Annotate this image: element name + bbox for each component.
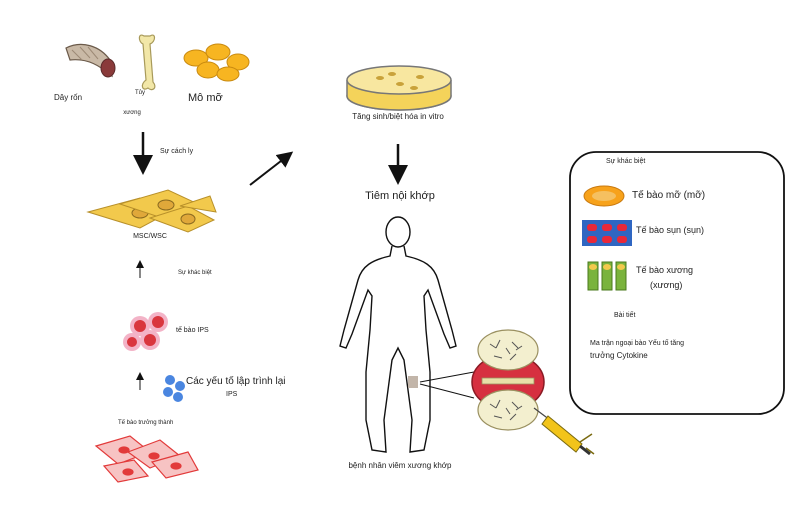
secretion-detail-line1: Ma trận ngoại bào Yếu tố tăng <box>590 340 685 347</box>
somatic-cells-label: Tế bào trưởng thành <box>118 420 174 426</box>
adipose-label: Mô mỡ <box>188 92 223 104</box>
knee-joint-icon <box>471 329 545 431</box>
differentiation-step-label: Sự khác biệt <box>178 270 212 276</box>
joint-zoom-line-1 <box>419 371 475 383</box>
bone-marrow-label-line2: xương <box>123 110 141 116</box>
petri-dish-icon <box>346 65 452 111</box>
differentiation-panel-box <box>569 151 785 415</box>
umbilical-cord-label: Dây rốn <box>54 93 83 102</box>
knee-highlight <box>408 376 418 388</box>
syringe-icon <box>533 407 595 456</box>
bone-cell-label-line2: (xương) <box>650 280 683 290</box>
ips-factors-label-line2: IPS <box>226 391 238 398</box>
arrow-to-culture <box>249 151 294 186</box>
cartilage-cell-label: Tế bào sụn (sụn) <box>636 225 705 235</box>
somatic-cells-icon <box>94 435 199 483</box>
injection-label: Tiêm nội khớp <box>365 190 435 202</box>
msc-cells-icon <box>86 189 217 233</box>
secretion-detail-line2: trưởng Cytokine <box>590 351 648 360</box>
bone-marrow-label-line1: Tủy <box>134 90 146 96</box>
reprogramming-factors-icon <box>163 375 185 402</box>
joint-zoom-line-2 <box>419 383 475 399</box>
isolation-label: Sự cách ly <box>160 148 194 155</box>
umbilical-cord-icon <box>65 43 116 78</box>
ips-cells-label: tế bào IPS <box>176 327 209 334</box>
secretion-label: Bài tiết <box>614 312 636 319</box>
cartilage-cell-icon <box>582 220 632 246</box>
patient-silhouette <box>339 216 457 453</box>
fat-cell-icon <box>583 185 625 207</box>
patient-label: bệnh nhân viêm xương khớp <box>348 461 452 470</box>
fat-tissue-icon <box>183 43 250 82</box>
panel-title: Sự khác biệt <box>606 158 646 165</box>
in-vitro-label: Tăng sinh/biệt hóa in vitro <box>352 112 444 121</box>
fat-cell-label: Tế bào mỡ (mỡ) <box>632 190 706 201</box>
ips-cells-icon <box>123 312 168 351</box>
bone-icon <box>138 34 156 91</box>
bone-cell-label-line1: Tế bào xương <box>636 265 693 275</box>
ips-factors-label-line1: Các yếu tố lập trình lại <box>186 376 286 387</box>
msc-label: MSC/WSC <box>133 233 167 240</box>
bone-cell-icon <box>587 261 627 291</box>
